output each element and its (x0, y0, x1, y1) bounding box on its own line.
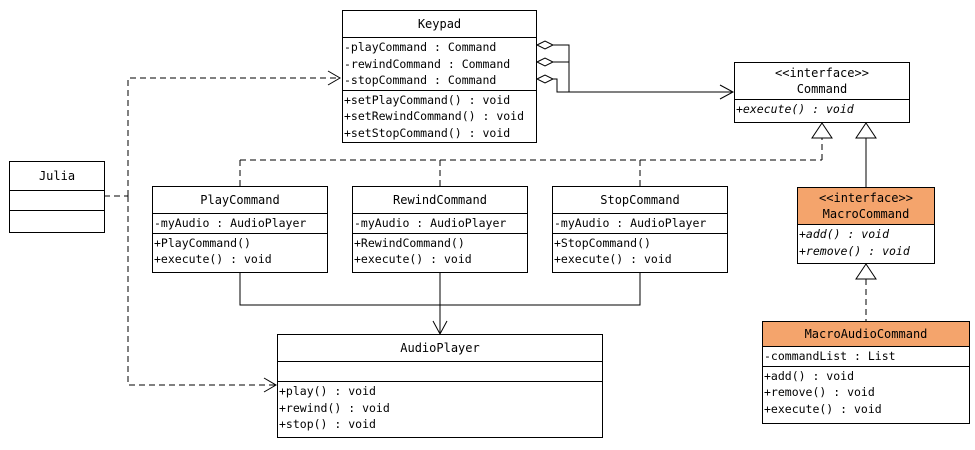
methods: +RewindCommand() +execute() : void (353, 234, 527, 269)
methods: +play() : void +rewind() : void +stop() … (278, 382, 602, 434)
method: +play() : void (279, 384, 376, 398)
class-rewind-command[interactable]: RewindCommand -myAudio : AudioPlayer +Re… (352, 186, 528, 273)
attribute: -rewindCommand : Command (344, 56, 511, 71)
realization-triangle-command (811, 122, 833, 139)
class-julia[interactable]: Julia (9, 161, 105, 233)
class-name: StopCommand (600, 193, 680, 207)
aggregation-diamond-2 (535, 57, 555, 67)
method: +add() : void (799, 227, 890, 241)
method: +setStopCommand() : void (344, 125, 511, 140)
attributes: -playCommand : Command -rewindCommand : … (343, 38, 536, 91)
attributes: -myAudio : AudioPlayer (353, 214, 527, 234)
method: +setPlayCommand() : void (344, 92, 511, 107)
arrowhead-keypad (327, 70, 341, 86)
realization-triangle-macroaudio (855, 263, 877, 280)
method: +remove() : void (799, 243, 910, 258)
method: +remove() : void (764, 385, 875, 399)
method: +rewind() : void (279, 400, 390, 415)
class-keypad[interactable]: Keypad -playCommand : Command -rewindCom… (342, 10, 537, 143)
aggregation-line-3 (553, 78, 733, 93)
methods: +execute() : void (735, 100, 909, 119)
attributes: -myAudio : AudioPlayer (553, 214, 727, 234)
class-audio-player[interactable]: AudioPlayer +play() : void +rewind() : v… (277, 334, 603, 438)
dependency-julia-audioplayer (127, 196, 276, 386)
attribute: -commandList : List (764, 349, 896, 363)
class-name: RewindCommand (393, 193, 487, 207)
class-name: PlayCommand (200, 193, 280, 207)
attribute: -myAudio : AudioPlayer (554, 216, 707, 230)
methods: +add() : void +remove() : void +execute(… (763, 367, 969, 419)
class-play-command[interactable]: PlayCommand -myAudio : AudioPlayer +Play… (152, 186, 328, 273)
aggregation-diamond-1 (535, 40, 555, 50)
class-stop-command[interactable]: StopCommand -myAudio : AudioPlayer +Stop… (552, 186, 728, 273)
attributes (278, 362, 602, 382)
method: +StopCommand() (554, 235, 651, 250)
class-macro-audio-command[interactable]: MacroAudioCommand -commandList : List +a… (762, 321, 970, 424)
attribute: -playCommand : Command (344, 40, 497, 54)
class-name: MacroCommand (822, 207, 910, 221)
methods: +PlayCommand() +execute() : void (153, 234, 327, 269)
aggregation-line-1 (553, 44, 570, 92)
attribute: -stopCommand : Command (344, 73, 497, 87)
arrowhead-audioplayer-dep (263, 377, 277, 393)
methods: +StopCommand() +execute() : void (553, 234, 727, 269)
association-stop (440, 272, 641, 306)
stereotype: <<interface>> (819, 191, 913, 205)
class-name: AudioPlayer (400, 341, 480, 355)
class-name: Keypad (417, 17, 462, 31)
methods: +add() : void +remove() : void (798, 225, 934, 260)
attributes: -myAudio : AudioPlayer (153, 214, 327, 234)
method: +setRewindCommand() : void (344, 109, 525, 123)
attributes: -commandList : List (763, 347, 969, 367)
method: +execute() : void (354, 252, 472, 266)
method: +execute() : void (554, 252, 672, 266)
generalization-triangle-macro (855, 122, 877, 139)
method: +stop() : void (279, 417, 376, 431)
association-play (239, 272, 440, 306)
methods: +setPlayCommand() : void +setRewindComma… (343, 91, 536, 143)
arrowhead-command (719, 84, 735, 100)
stereotype: <<interface>> (775, 66, 869, 80)
dependency-julia-keypad (127, 77, 340, 196)
method: +execute() : void (154, 252, 272, 266)
attribute: -myAudio : AudioPlayer (154, 216, 307, 230)
method: +PlayCommand() (154, 235, 251, 250)
class-macro-command[interactable]: <<interface>> MacroCommand +add() : void… (797, 187, 935, 264)
method: +add() : void (764, 368, 855, 383)
aggregation-diamond-3 (535, 74, 555, 84)
class-name: Command (796, 82, 848, 96)
method: +execute() : void (736, 102, 854, 116)
method: +RewindCommand() (354, 235, 465, 250)
attribute: -myAudio : AudioPlayer (354, 216, 507, 230)
class-name: Julia (38, 169, 76, 183)
method: +execute() : void (764, 401, 882, 416)
attributes (10, 191, 104, 211)
class-name: MacroAudioCommand (804, 327, 928, 341)
methods (10, 211, 104, 231)
class-command[interactable]: <<interface>> Command +execute() : void (734, 62, 910, 123)
